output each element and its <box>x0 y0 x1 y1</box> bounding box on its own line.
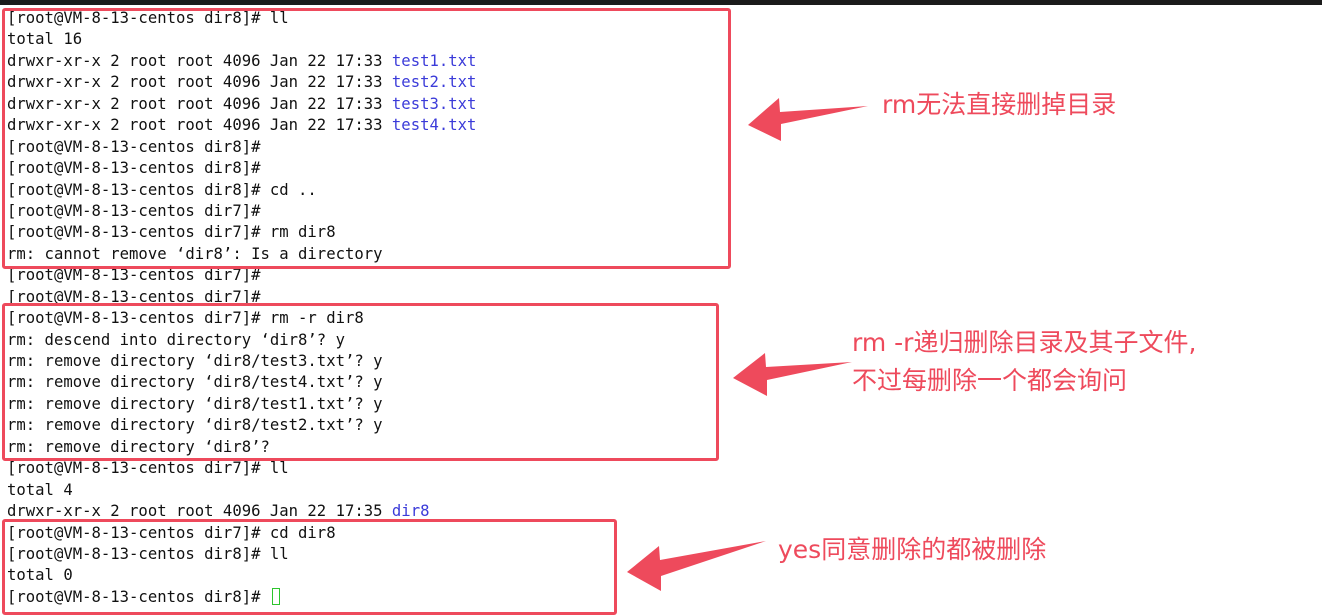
directory-name: test2.txt <box>391 73 477 92</box>
directory-name: dir8 <box>391 502 430 521</box>
terminal-line-text: rm: remove directory ‘dir8/test3.txt’? y <box>7 352 383 370</box>
terminal-line: [root@VM-8-13-centos dir7]# rm -r dir8 <box>7 308 476 329</box>
terminal-line-text: [root@VM-8-13-centos dir7]# cd dir8 <box>7 523 336 542</box>
terminal-line: [root@VM-8-13-centos dir7]# ll <box>7 458 476 479</box>
terminal-line-text: drwxr-xr-x 2 root root 4096 Jan 22 17:33 <box>7 51 392 70</box>
window-top-edge <box>0 0 1322 5</box>
terminal-line: rm: remove directory ‘dir8’? <box>7 437 476 458</box>
terminal-line-text: drwxr-xr-x 2 root root 4096 Jan 22 17:33 <box>7 116 392 135</box>
annotation-rm-cannot-remove: rm无法直接删掉目录 <box>882 90 1117 119</box>
terminal-line-text: [root@VM-8-13-centos dir8]# <box>7 159 261 178</box>
terminal-line: drwxr-xr-x 2 root root 4096 Jan 22 17:33… <box>7 94 476 115</box>
arrow-icon <box>748 98 868 141</box>
terminal-line-text: [root@VM-8-13-centos dir8]# ll <box>7 544 289 563</box>
highlight-box-rm-recursive <box>2 303 719 461</box>
terminal-line-text: rm: cannot remove ‘dir8’: Is a directory <box>7 244 383 263</box>
terminal-line-text: [root@VM-8-13-centos dir7]# ll <box>7 459 289 478</box>
terminal-line: [root@VM-8-13-centos dir8]# ll <box>7 8 476 29</box>
terminal-line: [root@VM-8-13-centos dir7]# <box>7 201 476 222</box>
terminal-line-text: drwxr-xr-x 2 root root 4096 Jan 22 17:33 <box>7 73 392 92</box>
directory-name: test3.txt <box>391 94 477 113</box>
annotation-rm-recursive-line2: 不过每删除一个都会询问 <box>852 366 1128 395</box>
terminal-line: total 0 <box>7 565 476 586</box>
terminal-line: [root@VM-8-13-centos dir7]# rm dir8 <box>7 222 476 243</box>
terminal-line-text: total 4 <box>7 480 73 499</box>
terminal-line: [root@VM-8-13-centos dir8]# <box>7 587 476 608</box>
terminal-line-text: rm: descend into directory ‘dir8’? y <box>7 330 345 349</box>
terminal-line: [root@VM-8-13-centos dir8]# ll <box>7 544 476 565</box>
terminal-line: rm: remove directory ‘dir8/test1.txt’? y <box>7 394 476 415</box>
terminal-line: drwxr-xr-x 2 root root 4096 Jan 22 17:33… <box>7 72 476 93</box>
terminal-line: [root@VM-8-13-centos dir8]# <box>7 137 476 158</box>
highlight-box-rm-error <box>2 8 731 269</box>
terminal-line-text: rm: remove directory ‘dir8/test1.txt’? y <box>7 394 383 413</box>
directory-name: test1.txt <box>391 51 477 70</box>
terminal-line: [root@VM-8-13-centos dir8]# cd .. <box>7 180 476 201</box>
terminal-line-text: [root@VM-8-13-centos dir8]# <box>7 137 261 156</box>
arrow-icon <box>627 541 766 591</box>
terminal-line-text: drwxr-xr-x 2 root root 4096 Jan 22 17:33 <box>7 94 392 113</box>
terminal-line: drwxr-xr-x 2 root root 4096 Jan 22 17:33… <box>7 115 476 136</box>
directory-name: test4.txt <box>391 116 477 135</box>
terminal-line-text: [root@VM-8-13-centos dir8]# cd .. <box>7 180 317 199</box>
terminal-line-text: [root@VM-8-13-centos dir7]# rm dir8 <box>7 223 336 242</box>
terminal-line: rm: remove directory ‘dir8/test3.txt’? y <box>7 351 476 372</box>
terminal-line: rm: descend into directory ‘dir8’? y <box>7 330 476 351</box>
terminal-line-text: total 16 <box>7 30 83 49</box>
terminal-line-text: [root@VM-8-13-centos dir7]# rm -r dir8 <box>7 309 364 328</box>
terminal-line: [root@VM-8-13-centos dir8]# <box>7 158 476 179</box>
terminal-cursor <box>271 587 280 605</box>
terminal-line-text: [root@VM-8-13-centos dir8]# ll <box>7 9 289 27</box>
terminal-line-text: drwxr-xr-x 2 root root 4096 Jan 22 17:35 <box>7 502 392 521</box>
terminal-line-text: [root@VM-8-13-centos dir7]# <box>7 287 261 306</box>
terminal-line-text: [root@VM-8-13-centos dir7]# <box>7 201 261 220</box>
terminal-line: total 16 <box>7 29 476 50</box>
annotation-rm-recursive-line1: rm -r递归删除目录及其子文件, <box>852 328 1197 357</box>
terminal-line: rm: cannot remove ‘dir8’: Is a directory <box>7 244 476 265</box>
terminal-line: [root@VM-8-13-centos dir7]# <box>7 265 476 286</box>
annotation-yes-deleted: yes同意删除的都被删除 <box>778 535 1047 564</box>
arrow-icon <box>733 353 852 396</box>
terminal-line: [root@VM-8-13-centos dir7]# <box>7 287 476 308</box>
terminal-line-text: [root@VM-8-13-centos dir7]# <box>7 266 261 285</box>
terminal-line: rm: remove directory ‘dir8/test2.txt’? y <box>7 415 476 436</box>
terminal-line-text: total 0 <box>7 566 73 585</box>
terminal-output[interactable]: [root@VM-8-13-centos dir8]# ll total 16 dr… <box>7 8 476 608</box>
terminal-line-text: rm: remove directory ‘dir8/test4.txt’? y <box>7 373 383 392</box>
highlight-box-result <box>2 519 617 615</box>
terminal-line: [root@VM-8-13-centos dir7]# cd dir8 <box>7 523 476 544</box>
terminal-line: rm: remove directory ‘dir8/test4.txt’? y <box>7 372 476 393</box>
terminal-line: total 4 <box>7 480 476 501</box>
terminal-line: drwxr-xr-x 2 root root 4096 Jan 22 17:33… <box>7 51 476 72</box>
terminal-line-text: rm: remove directory ‘dir8’? <box>7 437 270 456</box>
terminal-line-text: rm: remove directory ‘dir8/test2.txt’? y <box>7 416 383 435</box>
terminal-line: drwxr-xr-x 2 root root 4096 Jan 22 17:35… <box>7 501 476 522</box>
terminal-line-text: [root@VM-8-13-centos dir8]# <box>7 587 270 606</box>
